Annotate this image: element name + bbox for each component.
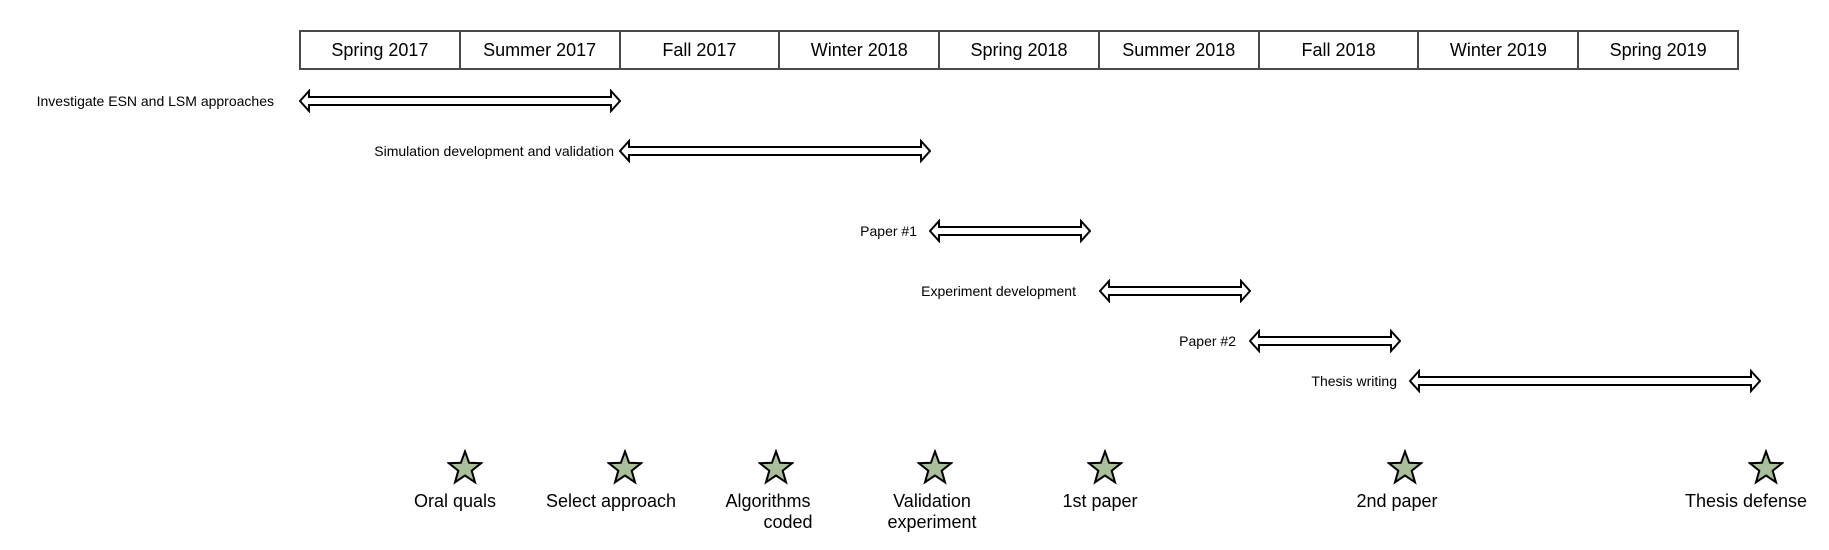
period-cell: Spring 2018 xyxy=(940,32,1100,68)
double-arrow-shape xyxy=(1409,369,1761,393)
milestone-label: Algorithms coded xyxy=(725,491,813,532)
star-shape xyxy=(1748,449,1784,485)
task-label: Simulation development and validation xyxy=(374,143,614,159)
milestone-star-icon xyxy=(447,449,483,485)
duration-arrow xyxy=(1099,279,1251,303)
task-label: Thesis writing xyxy=(1311,373,1397,389)
period-cell: Winter 2019 xyxy=(1419,32,1580,68)
milestone-star-icon xyxy=(1748,449,1784,485)
milestone-star-icon xyxy=(917,449,953,485)
star-shape xyxy=(607,449,643,485)
star-shape xyxy=(1387,449,1423,485)
period-cell: Summer 2018 xyxy=(1100,32,1260,68)
milestone-star-icon xyxy=(1087,449,1123,485)
period-cell: Summer 2017 xyxy=(461,32,621,68)
task-label: Investigate ESN and LSM approaches xyxy=(36,93,274,109)
milestone-label: Validation experiment xyxy=(887,491,977,532)
task-label: Experiment development xyxy=(921,283,1076,299)
milestone-label: 1st paper xyxy=(1062,491,1138,511)
star-shape xyxy=(917,449,953,485)
double-arrow-shape xyxy=(929,219,1091,243)
milestone-label: Oral quals xyxy=(413,491,497,511)
milestone-star-icon xyxy=(607,449,643,485)
period-cell: Fall 2018 xyxy=(1260,32,1420,68)
star-shape xyxy=(1087,449,1123,485)
duration-arrow xyxy=(619,139,931,163)
duration-arrow xyxy=(929,219,1091,243)
milestone-label: 2nd paper xyxy=(1356,491,1438,511)
period-cell: Fall 2017 xyxy=(621,32,781,68)
period-cell: Spring 2019 xyxy=(1609,39,1707,60)
star-shape xyxy=(447,449,483,485)
period-cell: Spring 2017 xyxy=(301,32,461,68)
double-arrow-shape xyxy=(619,139,931,163)
milestone-label: Select approach xyxy=(545,491,677,511)
period-cell: Winter 2018 xyxy=(780,32,941,68)
task-label: Paper #1 xyxy=(860,223,917,239)
duration-arrow xyxy=(299,89,621,113)
milestone-star-icon xyxy=(1387,449,1423,485)
milestone-label: Thesis defense xyxy=(1684,491,1808,511)
double-arrow-shape xyxy=(1249,329,1401,353)
double-arrow-shape xyxy=(1099,279,1251,303)
star-shape xyxy=(758,449,794,485)
task-label: Paper #2 xyxy=(1179,333,1236,349)
milestone-star-icon xyxy=(758,449,794,485)
duration-arrow xyxy=(1409,369,1761,393)
duration-arrow xyxy=(1249,329,1401,353)
double-arrow-shape xyxy=(299,89,621,113)
